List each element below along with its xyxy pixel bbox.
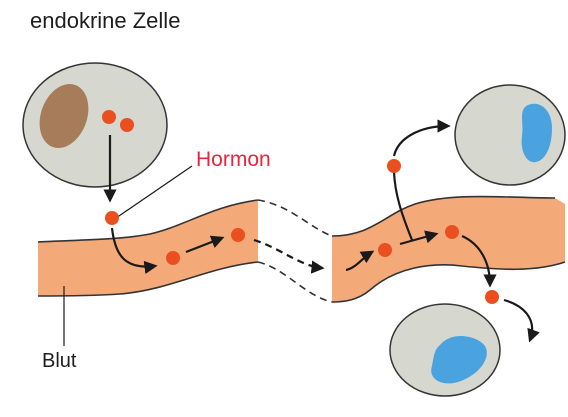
blood-label: Blut: [42, 350, 76, 373]
blood-vessel-right: [332, 197, 565, 303]
hormone-dot: [102, 110, 116, 124]
hormone-dot: [166, 251, 180, 265]
hormone-dot: [445, 225, 459, 239]
hormone-dot: [120, 118, 134, 132]
blood-vessel-left: [38, 200, 258, 296]
hormone-dot: [485, 290, 499, 304]
hormone-dot: [387, 159, 401, 173]
endocrine-cell-label: endokrine Zelle: [30, 8, 180, 34]
exit-arrow-down-2: [504, 300, 532, 340]
vessel-gap-top: [258, 200, 332, 236]
hormone-dot: [231, 228, 245, 242]
hormone-label: Hormon: [196, 148, 271, 172]
exit-arrow-up-2: [394, 126, 448, 156]
hormone-dot: [378, 243, 392, 257]
hormone-dot: [105, 211, 119, 225]
